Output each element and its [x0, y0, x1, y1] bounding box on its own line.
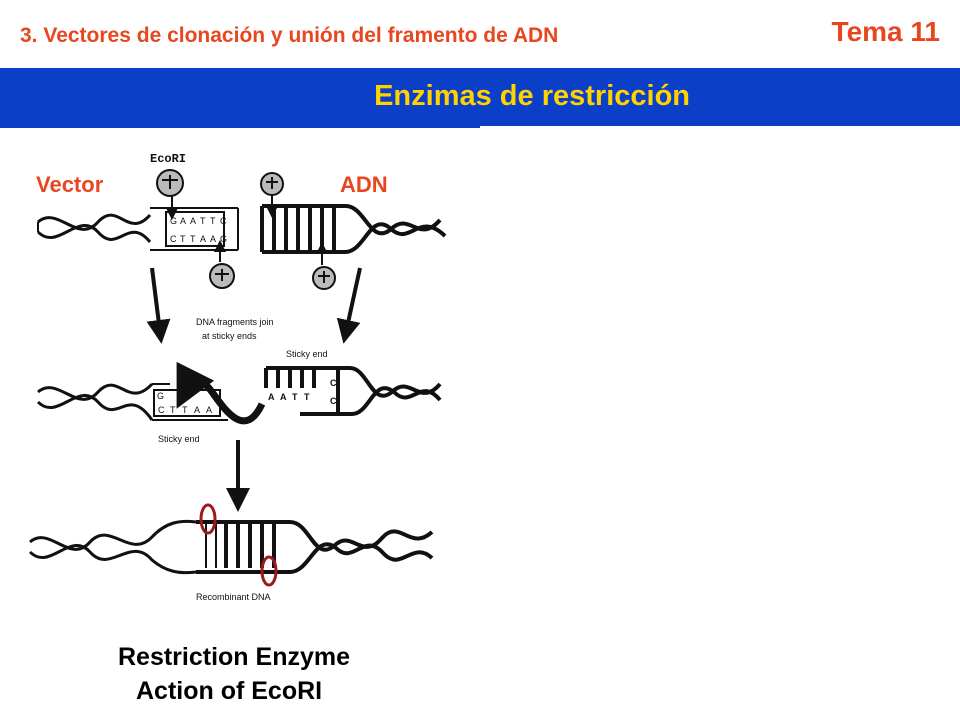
base-label: A [194, 405, 200, 415]
base-label: A [268, 392, 275, 402]
vector-mid-bases: G C T T A A [157, 391, 212, 415]
base-label: T [304, 392, 310, 402]
base-label: G [157, 391, 164, 401]
adn-mid-bases: A A T T C C [268, 378, 337, 406]
recombinant-helix-left [28, 519, 197, 575]
down-arrow [146, 267, 171, 344]
topic-label: Tema 11 [831, 16, 940, 47]
adn-sticky-end [264, 366, 352, 416]
recombinant-ladder [196, 520, 290, 574]
base-label: A [180, 216, 186, 226]
base-label: G [170, 216, 177, 226]
enzyme-icon [312, 242, 336, 290]
join-arrow [176, 361, 266, 425]
enzyme-icon [260, 172, 284, 218]
join-note: at sticky ends [202, 331, 257, 341]
sticky-end-label: Sticky end [158, 434, 200, 444]
vector-bases: G A A T T C C T T A A G [170, 216, 227, 244]
base-label: A [280, 392, 287, 402]
vector-helix-mid [36, 382, 154, 421]
base-label: C [330, 378, 337, 388]
title-banner: Enzimas de restricción [0, 68, 960, 126]
base-label: A [210, 234, 216, 244]
vector-helix-top [36, 213, 152, 243]
down-arrow [336, 267, 362, 344]
base-label: A [200, 234, 206, 244]
base-label: C [330, 396, 337, 406]
recombinant-label: Recombinant DNA [196, 592, 271, 602]
base-label: T [200, 216, 206, 226]
base-label: T [182, 405, 188, 415]
caption-line: Restriction Enzyme [118, 643, 351, 671]
slide-title: Enzimas de restricción [374, 80, 690, 112]
base-label: T [190, 234, 196, 244]
base-label: A [206, 405, 212, 415]
recombinant-helix-right [289, 520, 434, 574]
base-label: A [190, 216, 196, 226]
enzyme-label: EcoRI [150, 152, 186, 166]
vector-label: Vector [36, 172, 104, 197]
adn-label: ADN [340, 172, 388, 197]
base-label: T [170, 405, 176, 415]
adn-helix-top [344, 203, 447, 254]
adn-helix-mid [349, 366, 442, 416]
sticky-end-label: Sticky end [286, 349, 328, 359]
base-label: T [210, 216, 216, 226]
ligation-site-marker [199, 503, 217, 535]
base-label: T [292, 392, 298, 402]
base-label: C [220, 216, 227, 226]
figure-caption: Restriction Enzyme Action of EcoRI [118, 640, 350, 708]
join-note: DNA fragments join [196, 317, 274, 327]
base-label: T [180, 234, 186, 244]
banner-underline [0, 126, 480, 128]
base-label: G [220, 234, 227, 244]
enzyme-icon [156, 169, 184, 220]
slide-subtitle: 3. Vectores de clonación y unión del fra… [20, 24, 559, 47]
ligation-site-marker [260, 555, 278, 587]
enzyme-icon [209, 240, 235, 289]
adn-ladder [260, 204, 345, 254]
base-label: C [170, 234, 177, 244]
base-label: C [158, 405, 165, 415]
caption-line: Action of EcoRI [136, 677, 323, 705]
